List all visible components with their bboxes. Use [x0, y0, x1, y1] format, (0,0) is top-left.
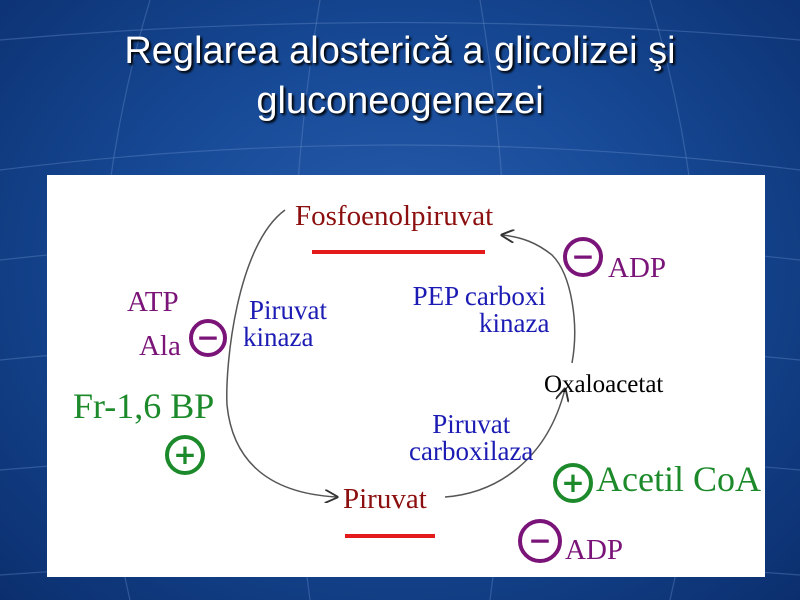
label-oxaloacetat: Oxaloacetat [544, 371, 664, 398]
piruvat-kinaza-line-2: kinaza [243, 322, 314, 352]
label-piruvat-kinaza: Piruvat kinaza [243, 297, 327, 351]
pep-carboxikinaza-line-1: PEP carboxi [412, 281, 546, 311]
label-atp: ATP [127, 286, 179, 318]
label-fr16bp: Fr-1,6 BP [73, 386, 215, 426]
arrow-piruvat-to-oxaloacetat [444, 389, 565, 498]
slide-title-line-2: gluconeogenezei [256, 80, 544, 122]
label-adp-bottom: ADP [565, 534, 624, 566]
label-adp-top: ADP [608, 252, 667, 284]
label-pep-carboxikinaza: PEP carboxi kinaza [409, 281, 550, 338]
inhibitor-minus-badge-top: − [563, 237, 603, 277]
activator-plus-badge-right: + [553, 463, 593, 503]
label-acetil-coa: Acetil CoA [596, 459, 761, 499]
label-piruvat-carboxilaza: Piruvat carboxilaza [409, 411, 533, 465]
label-fosfoenolpiruvat: Fosfoenolpiruvat [295, 200, 494, 232]
pep-carboxikinaza-line-2: kinaza [479, 308, 550, 338]
piruvat-kinaza-line-1: Piruvat [249, 295, 327, 325]
activator-plus-badge-left: + [165, 435, 205, 475]
pathway-arrows [226, 209, 576, 538]
piruvat-carboxilaza-line-1: Piruvat [432, 409, 511, 439]
diagram-panel: Fosfoenolpiruvat Piruvat Oxaloacetat Pir… [47, 175, 765, 577]
inhibitor-minus-badge-left: − [189, 319, 227, 357]
slide-title-line-1: Reglarea alosterică a glicolizei şi [124, 30, 676, 72]
label-ala: Ala [139, 330, 181, 362]
label-piruvat: Piruvat [343, 483, 427, 515]
slide-title: Reglarea alosterică a glicolizei şi gluc… [0, 26, 800, 126]
piruvat-carboxilaza-line-2: carboxilaza [409, 436, 534, 466]
inhibitor-minus-badge-bottom: − [518, 519, 562, 563]
arrow-pep-to-piruvat [226, 209, 337, 497]
arrow-oxaloacetat-to-pep [502, 235, 576, 364]
